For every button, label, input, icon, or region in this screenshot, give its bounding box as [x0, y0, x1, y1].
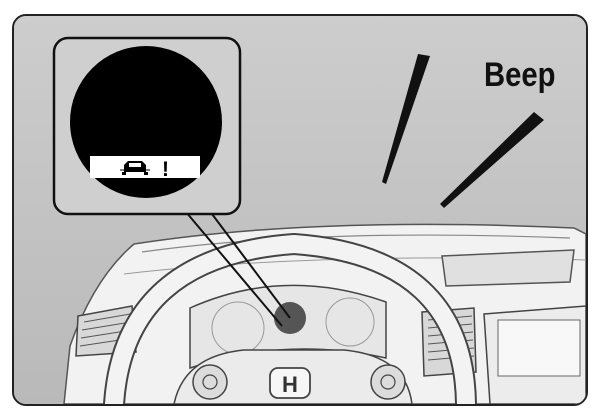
left-wheel-control: [193, 365, 227, 399]
beep-label: Beep: [484, 56, 556, 95]
steering-wheel-logo: H: [270, 368, 310, 398]
illustration-panel: H ! Beep: [12, 14, 588, 406]
svg-text:H: H: [282, 372, 298, 397]
dash-display: [442, 250, 574, 286]
right-wheel-control: [371, 365, 405, 399]
warning-exclamation: !: [162, 158, 169, 181]
